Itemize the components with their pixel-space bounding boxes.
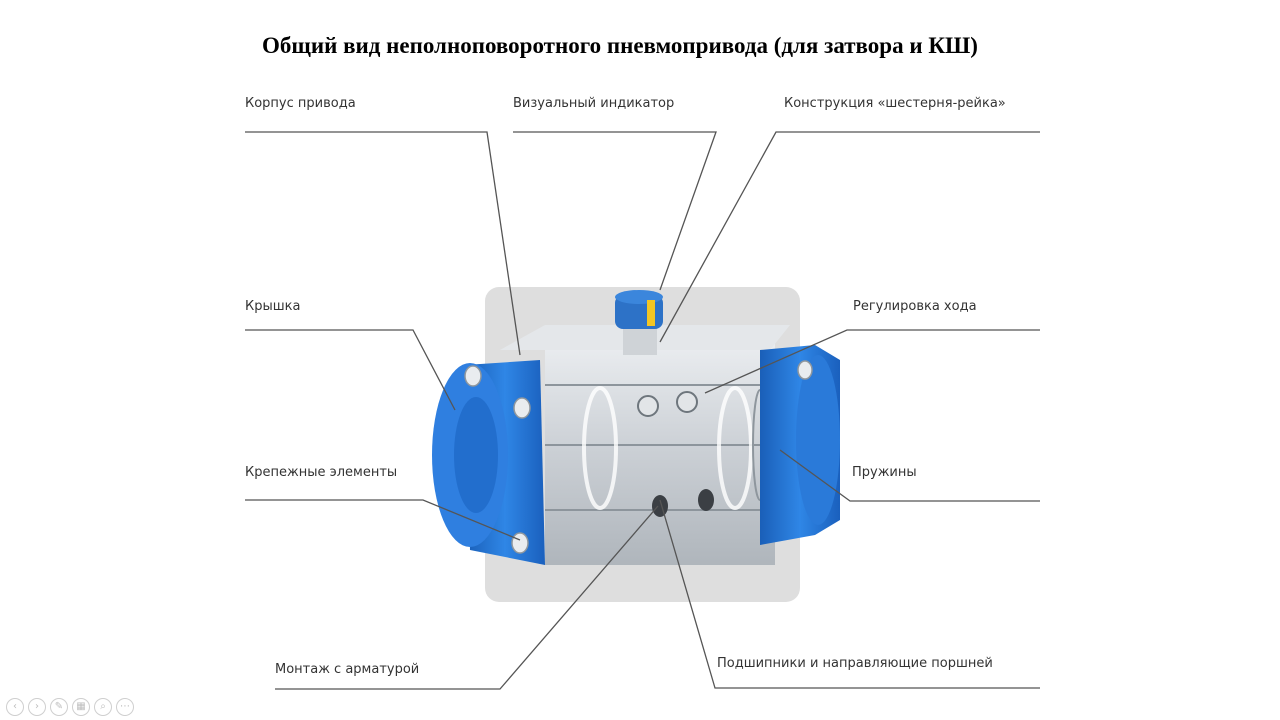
leader-springs [779, 449, 1040, 502]
leader-housing [245, 131, 521, 356]
left-end-cap [432, 360, 545, 565]
leader-fasteners [245, 499, 521, 541]
leader-stroke-adjust [704, 329, 1040, 394]
callout-bearings: Подшипники и направляющие поршней [717, 656, 993, 671]
leader-indicator [513, 131, 717, 291]
callout-springs: Пружины [852, 465, 917, 480]
callout-rack-pinion: Конструкция «шестерня-рейка» [784, 96, 1006, 111]
callout-cover: Крышка [245, 299, 301, 314]
next-icon[interactable]: › [28, 698, 46, 716]
visual-indicator [615, 290, 663, 355]
prev-icon[interactable]: ‹ [6, 698, 24, 716]
slides-icon[interactable]: ▦ [72, 698, 90, 716]
leader-cover [245, 329, 456, 411]
callout-housing: Корпус привода [245, 96, 356, 111]
leader-lines [245, 131, 1040, 690]
actuator-body [500, 325, 798, 565]
leader-bearings [659, 499, 1040, 689]
leader-mounting [275, 505, 659, 690]
callout-mounting: Монтаж с арматурой [275, 662, 420, 677]
adjust-nuts [637, 391, 698, 417]
callout-stroke-adjust: Регулировка хода [853, 299, 977, 314]
callout-fasteners: Крепежные элементы [245, 465, 398, 480]
pen-icon[interactable]: ✎ [50, 698, 68, 716]
zoom-icon[interactable]: ⌕ [94, 698, 112, 716]
slide-title: Общий вид неполноповоротного пневмоприво… [262, 33, 978, 58]
leader-rack-pinion [659, 131, 1040, 343]
callout-indicator: Визуальный индикатор [513, 96, 675, 111]
more-icon[interactable]: ⋯ [116, 698, 134, 716]
cap-bolts [464, 360, 813, 554]
right-end-cap [760, 345, 840, 545]
slideshow-toolbar: ‹ › ✎ ▦ ⌕ ⋯ [6, 698, 134, 716]
